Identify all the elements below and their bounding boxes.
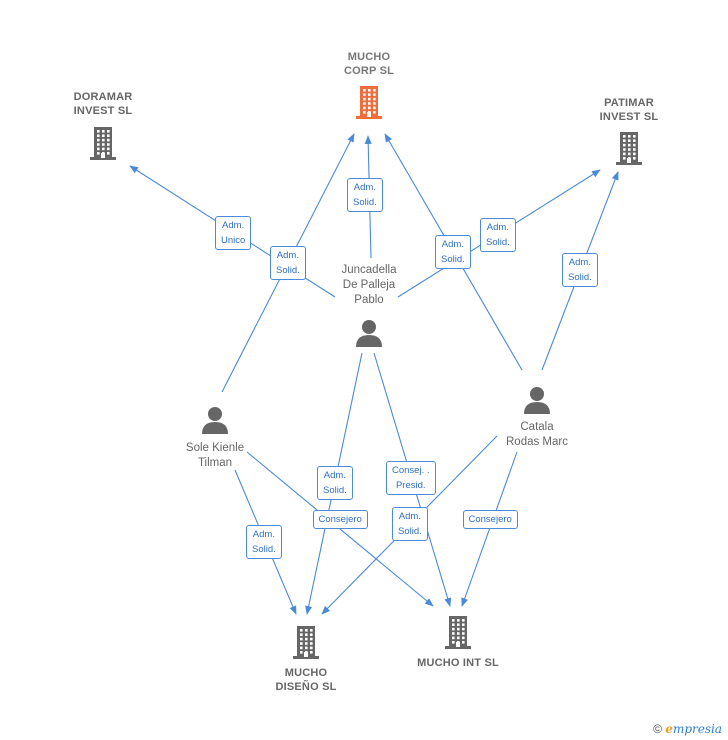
building-icon: [90, 127, 116, 160]
person-icon: [524, 387, 550, 414]
relation-label-juncadella-mucho_corp[interactable]: Adm. Solid.: [347, 178, 383, 212]
person-node-catala[interactable]: Catala Rodas Marc: [477, 420, 597, 450]
node-label: MUCHO INT SL: [417, 657, 499, 669]
building-icon: [445, 616, 471, 649]
footer-brand: © empresia: [653, 722, 722, 736]
node-label: PATIMAR INVEST SL: [599, 97, 659, 123]
copyright-symbol: ©: [653, 722, 662, 736]
company-node-mucho_corp[interactable]: MUCHO CORP SL: [309, 50, 429, 78]
node-label: Juncadella De Palleja Pablo: [341, 264, 397, 306]
building-icon: [356, 86, 382, 119]
person-node-juncadella[interactable]: Juncadella De Palleja Pablo: [309, 263, 429, 308]
relation-label-catala-mucho_diseno[interactable]: Adm. Solid.: [392, 507, 428, 541]
building-icon: [616, 132, 642, 165]
relation-label-juncadella-patimar[interactable]: Adm. Solid.: [480, 218, 516, 252]
node-label: MUCHO CORP SL: [343, 51, 395, 77]
company-node-patimar[interactable]: PATIMAR INVEST SL: [569, 96, 689, 124]
node-label: DORAMAR INVEST SL: [73, 91, 133, 117]
relation-label-juncadella-doramar[interactable]: Adm. Unico: [215, 216, 252, 250]
company-node-mucho_int[interactable]: MUCHO INT SL: [398, 656, 518, 670]
relation-label-juncadella-mucho_int[interactable]: Consej. . Presid.: [386, 461, 436, 495]
person-icon: [202, 407, 228, 434]
company-node-mucho_diseno[interactable]: MUCHO DISEÑO SL: [246, 666, 366, 694]
building-icon: [293, 626, 319, 659]
node-label: Catala Rodas Marc: [506, 421, 568, 448]
company-node-doramar[interactable]: DORAMAR INVEST SL: [43, 90, 163, 118]
relation-edge-catala-mucho_int: [461, 451, 518, 607]
relation-label-sole-mucho_int[interactable]: Consejero: [312, 509, 368, 529]
relation-label-catala-mucho_corp[interactable]: Adm. Solid.: [435, 235, 471, 269]
relation-label-sole-mucho_diseno[interactable]: Adm. Solid.: [246, 525, 282, 559]
relation-label-juncadella-mucho_diseno[interactable]: Adm. Solid.: [317, 466, 353, 500]
node-label: MUCHO DISEÑO SL: [275, 667, 337, 693]
empresia-logo: empresia: [665, 722, 722, 736]
person-icon: [356, 320, 382, 347]
node-label: Sole Kienle Tilman: [185, 442, 245, 469]
person-node-sole[interactable]: Sole Kienle Tilman: [155, 441, 275, 471]
relation-edge-sole-mucho_int: [246, 451, 434, 607]
relation-label-catala-patimar[interactable]: Adm. Solid.: [562, 253, 598, 287]
relation-label-sole-mucho_corp[interactable]: Adm. Solid.: [270, 246, 306, 280]
relation-label-catala-mucho_int[interactable]: Consejero: [462, 509, 518, 529]
